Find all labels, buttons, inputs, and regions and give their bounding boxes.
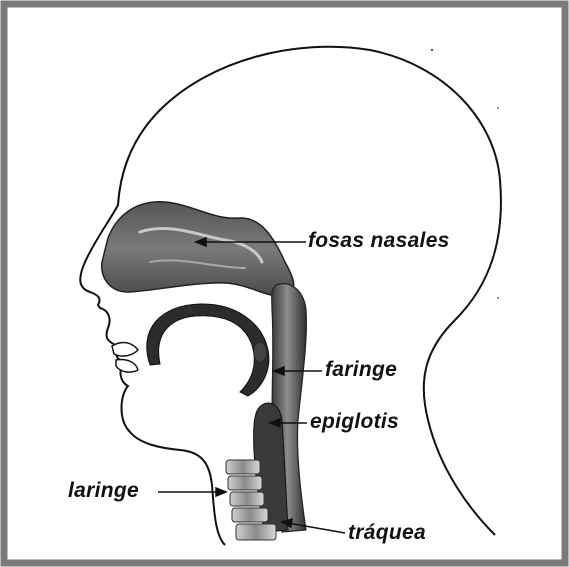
speck bbox=[497, 297, 499, 299]
nasal-cavity bbox=[102, 202, 294, 296]
pointer-laringe bbox=[158, 488, 226, 496]
palate-arc bbox=[147, 304, 269, 396]
label-faringe: faringe bbox=[325, 358, 397, 382]
label-fosas-nasales: fosas nasales bbox=[308, 229, 450, 253]
lips bbox=[112, 343, 138, 373]
label-epiglotis: epiglotis bbox=[310, 410, 399, 434]
label-laringe: laringe bbox=[68, 479, 139, 503]
speck bbox=[497, 107, 499, 109]
uvula bbox=[254, 343, 266, 361]
speck bbox=[431, 49, 433, 51]
label-traquea: tráquea bbox=[348, 521, 426, 545]
